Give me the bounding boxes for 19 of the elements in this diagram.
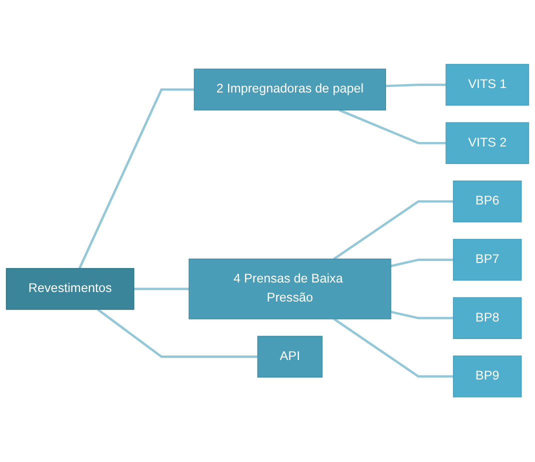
connector <box>390 311 454 320</box>
node-box: Revestimentos <box>6 268 134 310</box>
connector <box>386 84 446 88</box>
node-box: VITS 2 <box>446 122 530 164</box>
connector <box>333 318 454 378</box>
connector <box>78 88 194 270</box>
connector <box>97 308 258 358</box>
node-box: 4 Prensas de Baixa Pressão <box>188 258 392 320</box>
node-box: BP6 <box>452 180 522 223</box>
node-box: API <box>257 336 323 378</box>
node-box: BP9 <box>452 356 522 398</box>
node-box: BP8 <box>452 298 522 340</box>
node-box: 2 Impregnadoras de papel <box>194 69 386 111</box>
node-box: BP7 <box>452 239 522 282</box>
connector <box>333 200 454 260</box>
node-box: VITS 1 <box>446 64 530 106</box>
connector <box>390 258 454 268</box>
connector <box>134 288 190 290</box>
connector <box>338 109 446 145</box>
